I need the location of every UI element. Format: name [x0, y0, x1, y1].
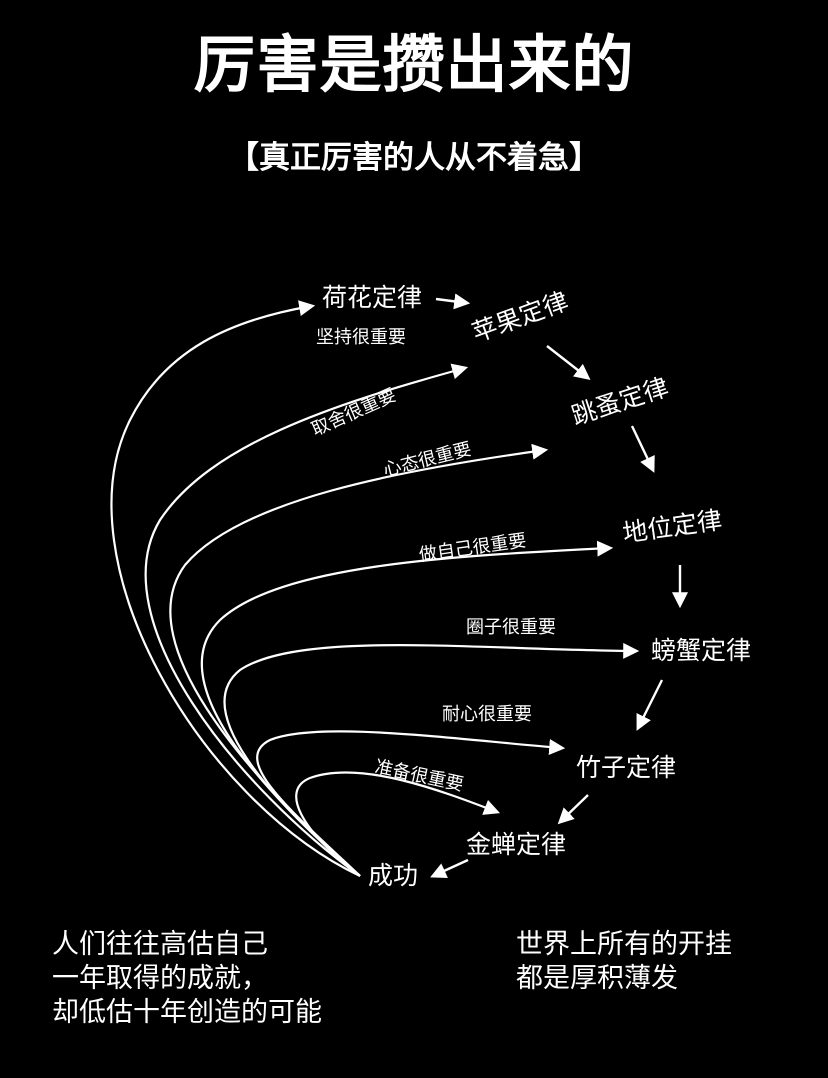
flow-tiaozao-diwei — [630, 425, 655, 473]
node-tiaozao: 跳蚤定律 — [568, 372, 672, 430]
arc-to-hehua — [110, 300, 361, 877]
node-diwei: 地位定律 — [621, 505, 724, 548]
footer-right-line-1: 世界上所有的开挂 — [516, 929, 732, 960]
node-zhuzi: 竹子定律 — [576, 753, 676, 782]
footer-left-line-2: 一年取得的成就， — [52, 963, 268, 994]
arc-to-zhuzi — [256, 730, 566, 877]
label-zuoziji: 做自己很重要 — [418, 530, 528, 566]
node-pingguo: 苹果定律 — [468, 286, 572, 347]
arc-to-tiaozao — [169, 443, 549, 877]
footer-right-quote: 世界上所有的开挂 都是厚积薄发 — [516, 928, 732, 996]
footer-left-line-1: 人们往往高估自己 — [52, 929, 268, 960]
flow-hehua-pingguo — [435, 293, 471, 310]
page-title: 厉害是攒出来的 — [193, 28, 635, 101]
arc-to-jinchan — [295, 771, 500, 877]
arc-to-pingguo — [144, 363, 469, 877]
label-naixin: 耐心很重要 — [442, 704, 532, 725]
node-hehua: 荷花定律 — [322, 283, 422, 312]
label-quanzi: 圈子很重要 — [466, 617, 556, 638]
page-subtitle: 【真正厉害的人从不着急】 — [228, 140, 600, 176]
node-pangxie: 螃蟹定律 — [651, 636, 751, 665]
flow-zhuzi-jinchan — [557, 794, 589, 825]
label-zhunbei: 准备很重要 — [373, 756, 465, 795]
label-xintai: 心态很重要 — [381, 439, 473, 481]
footer-right-line-2: 都是厚积薄发 — [516, 963, 678, 994]
arc-to-diwei — [200, 540, 614, 877]
flow-jinchan-chenggong — [430, 858, 469, 878]
node-jinchan: 金蝉定律 — [466, 830, 566, 859]
footer-left-quote: 人们往往高估自己 一年取得的成就， 却低估十年创造的可能 — [52, 928, 322, 1030]
flow-pangxie-zhuzi — [636, 679, 664, 731]
footer-left-line-3: 却低估十年创造的可能 — [52, 997, 322, 1028]
node-chenggong: 成功 — [368, 861, 418, 890]
flow-pingguo-tiaozao — [546, 345, 591, 380]
arc-to-pangxie — [223, 642, 640, 877]
label-jianchi: 坚持很重要 — [316, 327, 406, 348]
